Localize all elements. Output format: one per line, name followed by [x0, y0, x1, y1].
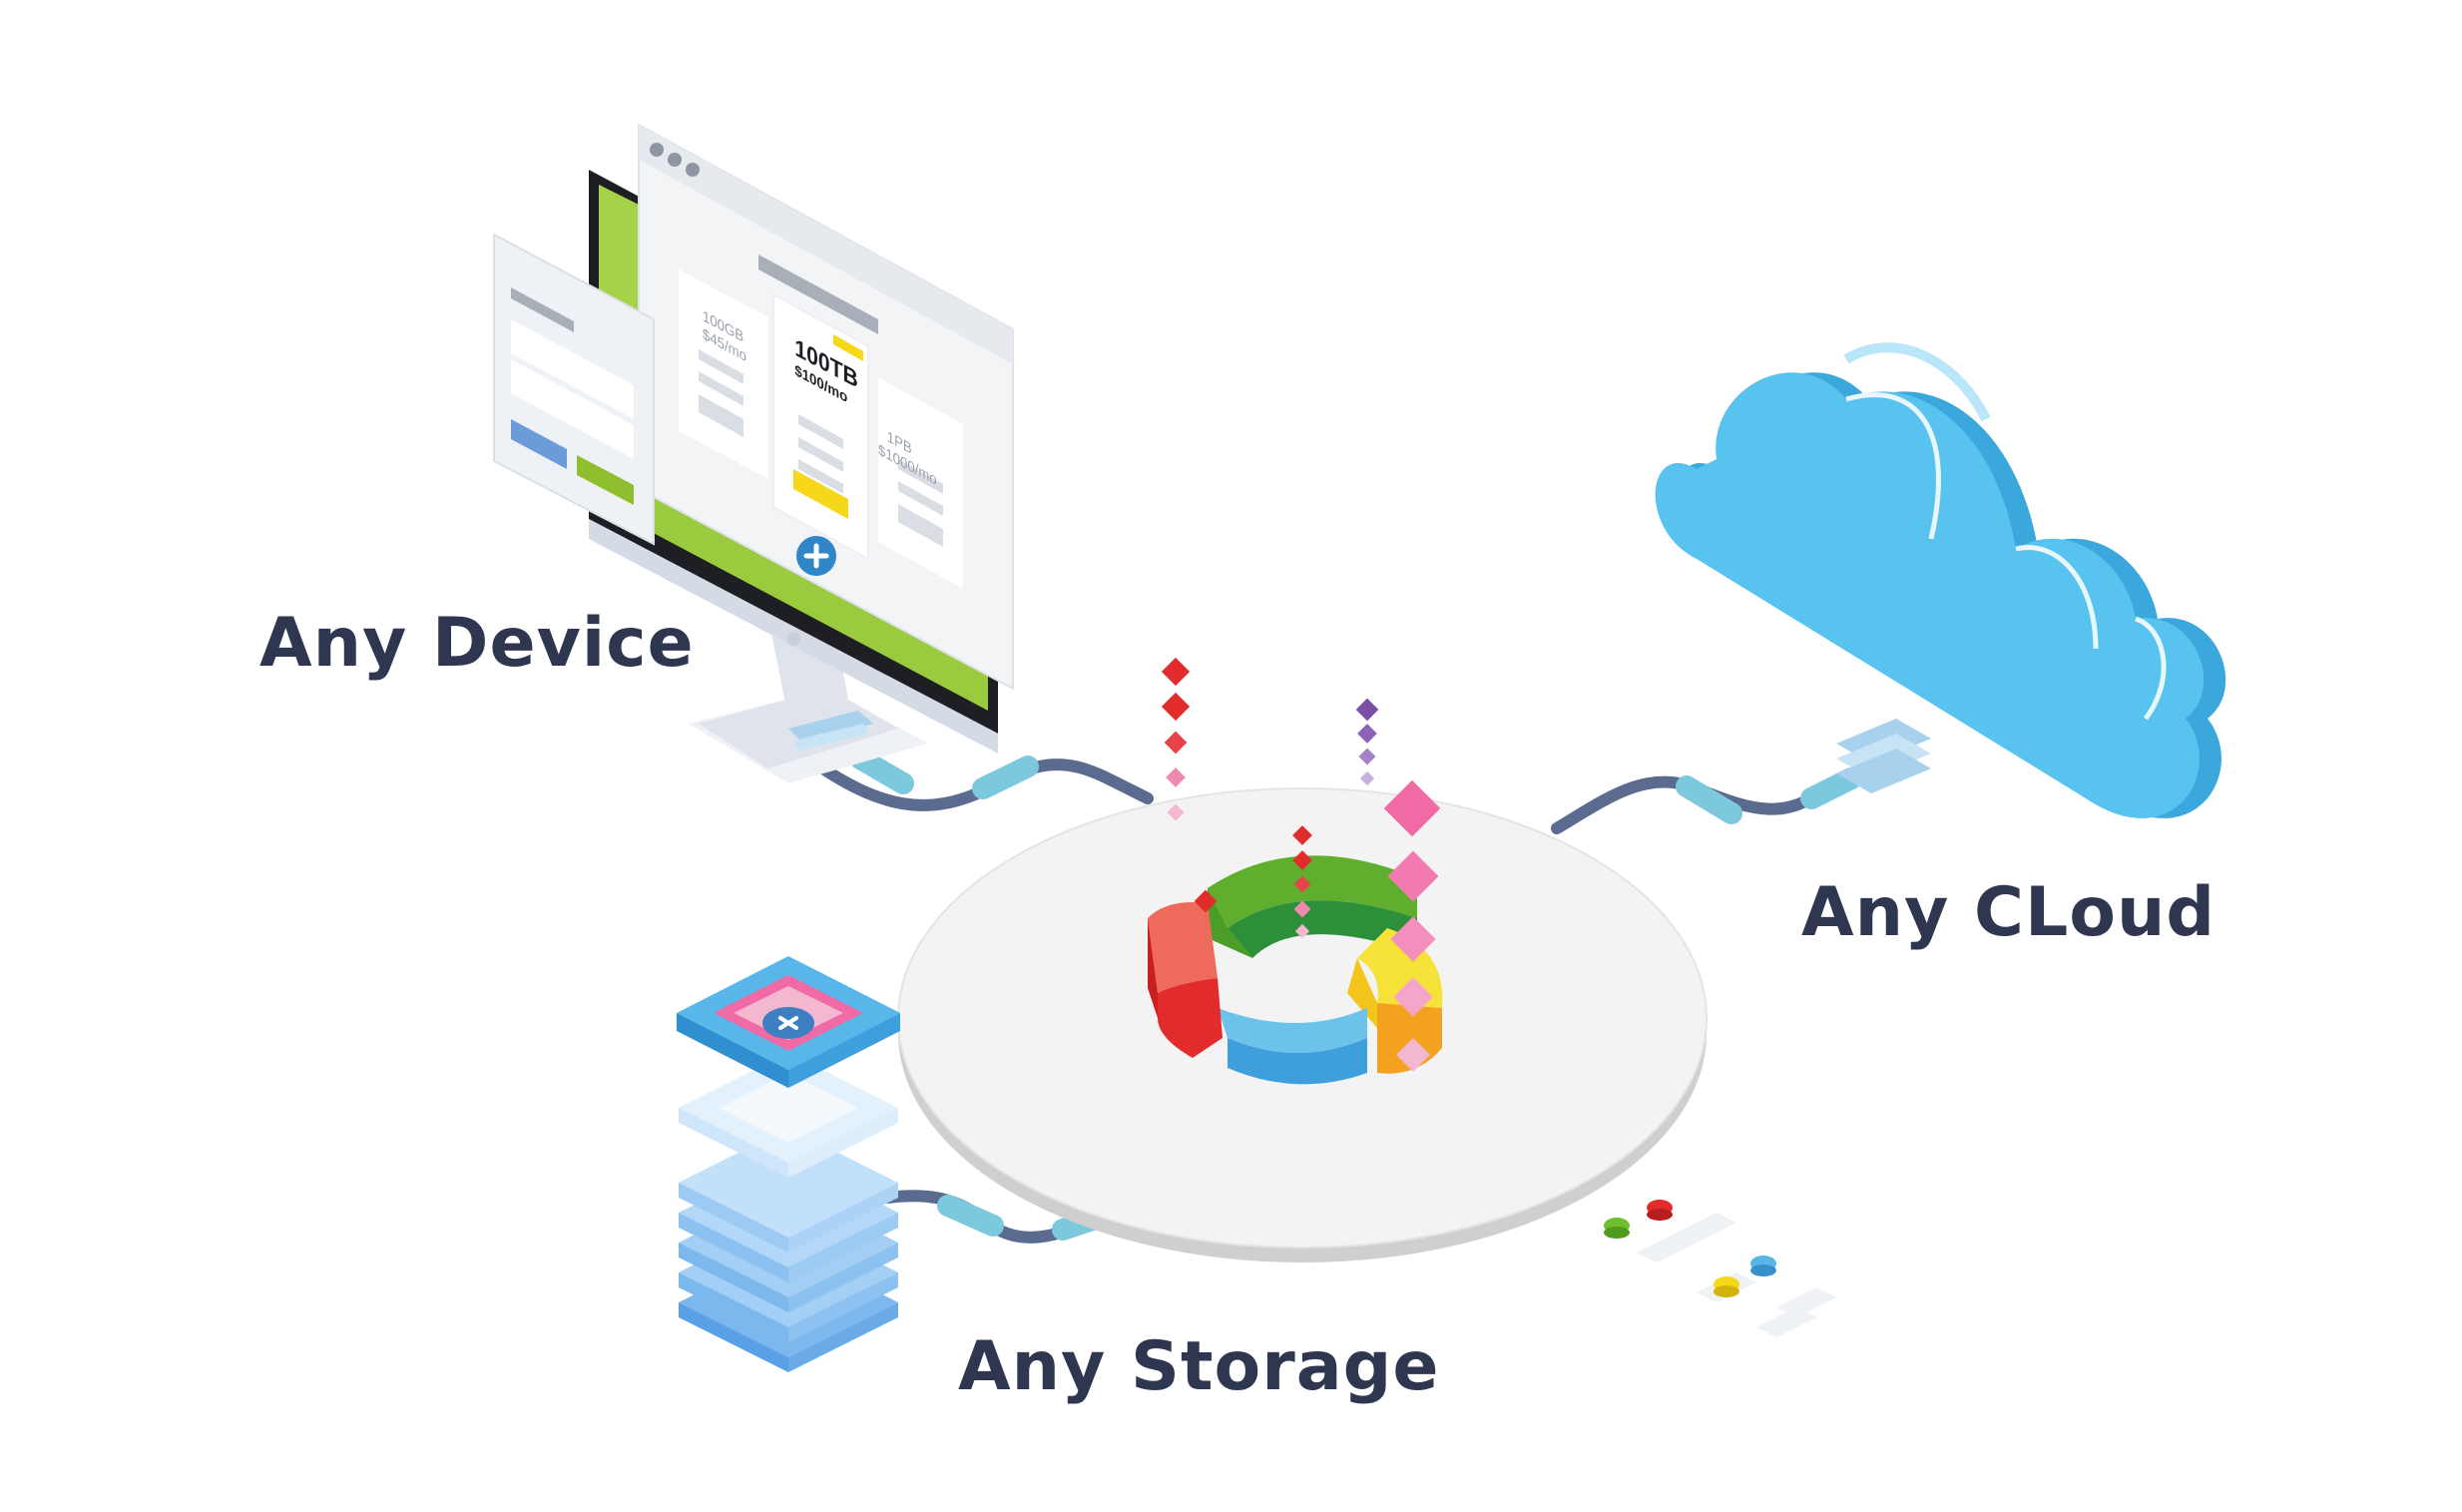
- settings-toggles: [1604, 1200, 1836, 1337]
- form-submit-button[interactable]: [577, 455, 634, 505]
- any-cloud-label: Any CLoud: [1801, 873, 2216, 952]
- any-device-label: Any Device: [259, 604, 695, 683]
- storage-disks: [679, 1128, 898, 1372]
- plus-icon: [803, 543, 829, 569]
- donut-chart-ring: [1148, 855, 1443, 1085]
- window-dot-icon: [650, 143, 664, 157]
- cable-joint: [1800, 767, 1862, 809]
- plan-card-basic: [679, 269, 768, 479]
- cable-joint: [937, 1195, 1004, 1237]
- cable-joint: [1676, 775, 1742, 824]
- form-field[interactable]: [511, 359, 634, 459]
- cloud-shape: [1655, 342, 2226, 818]
- ring-segment-green: [1208, 855, 1417, 928]
- cable-joint: [972, 756, 1039, 799]
- window-dot-icon: [686, 163, 700, 177]
- login-form-panel: [493, 233, 655, 546]
- window-dot-icon: [668, 153, 682, 167]
- cable-joint: [849, 748, 914, 794]
- cables: [802, 748, 1882, 1244]
- plan-highlight-tag: [833, 334, 863, 361]
- ring-segment-red: [1148, 902, 1218, 993]
- plan-select-button: [793, 469, 848, 519]
- any-storage-label: Any Storage: [958, 1327, 1440, 1406]
- storage-stack: [677, 956, 900, 1372]
- form-field[interactable]: [511, 319, 634, 419]
- device-monitor: 100GB $45/mo 100TB $100/mo 1PB $1000/mo: [493, 123, 1014, 783]
- ring-segment-blue: [1218, 1008, 1367, 1053]
- form-cancel-button[interactable]: [511, 419, 567, 469]
- close-icon: [778, 1016, 798, 1030]
- data-particles: [1161, 657, 1441, 1072]
